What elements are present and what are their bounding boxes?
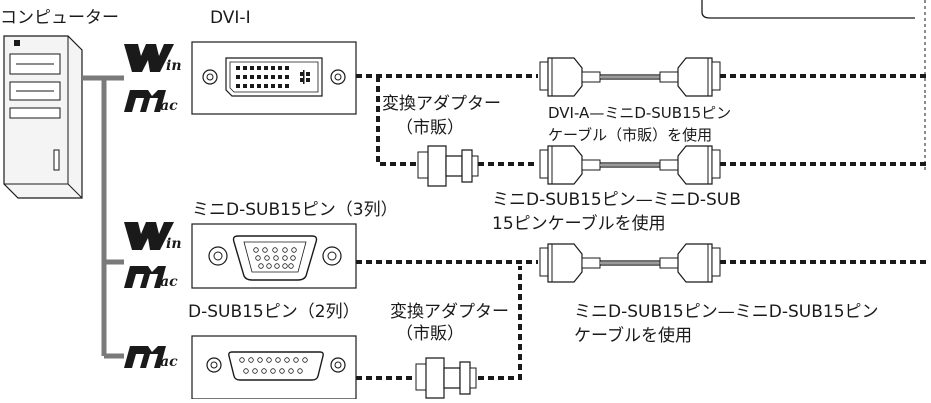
- win-logo-middle: in: [124, 222, 182, 252]
- adapter-top-label-line1: 変換アダプター: [382, 94, 501, 114]
- dotted-cable-paths: [356, 74, 928, 380]
- mac-logo-middle: ac: [124, 266, 178, 290]
- trunk-lines: [82, 75, 124, 359]
- dvi-i-port-icon: [191, 41, 357, 115]
- adapter-top-label-line2: （市販）: [396, 118, 464, 138]
- svg-text:in: in: [166, 58, 182, 74]
- cable-dvia-label-line2: ケーブル（市販）を使用: [548, 126, 713, 144]
- cable-mini-label-line2: 15ピンケーブルを使用: [492, 214, 666, 234]
- cable-dvi-a-icon: [539, 57, 721, 97]
- adapter-bottom-icon: [415, 357, 477, 399]
- svg-text:in: in: [166, 236, 182, 252]
- computer-label: コンピューター: [0, 8, 119, 28]
- dsub15-port-icon: [191, 335, 357, 400]
- adapter-bottom-label-line1: 変換アダプター: [390, 302, 509, 322]
- cable-mini-mini-bottom-icon: [539, 243, 721, 283]
- svg-text:ac: ac: [160, 98, 178, 114]
- svg-text:ac: ac: [160, 354, 178, 370]
- dsub15-2row-label: D-SUB15ピン（2列）: [188, 302, 360, 322]
- mini-dsub15-port-icon: [191, 223, 357, 289]
- mini-dsub15-3row-label: ミニD-SUB15ピン（3列）: [192, 200, 398, 220]
- computer-tower-icon: [3, 35, 83, 199]
- monitor-outline: [701, 0, 926, 170]
- cable-bottom-label-line2: ケーブルを使用: [574, 326, 692, 346]
- mac-logo-top: ac: [124, 90, 178, 114]
- adapter-bottom-label-line2: （市販）: [396, 324, 464, 344]
- mac-logo-bottom: ac: [124, 346, 178, 370]
- win-logo-top: in: [124, 44, 182, 74]
- adapter-top-icon: [417, 145, 479, 187]
- cable-mini-mini-icon: [539, 145, 721, 185]
- cable-dvia-label-line1: DVI-A—ミニD-SUB15ピン: [548, 104, 732, 122]
- cable-mini-label-line1: ミニD-SUB15ピン—ミニD-SUB: [492, 190, 741, 210]
- cable-bottom-label-line1: ミニD-SUB15ピン—ミニD-SUB15ピン: [574, 302, 879, 322]
- dvi-i-label: DVI-I: [210, 8, 251, 28]
- svg-text:ac: ac: [160, 274, 178, 290]
